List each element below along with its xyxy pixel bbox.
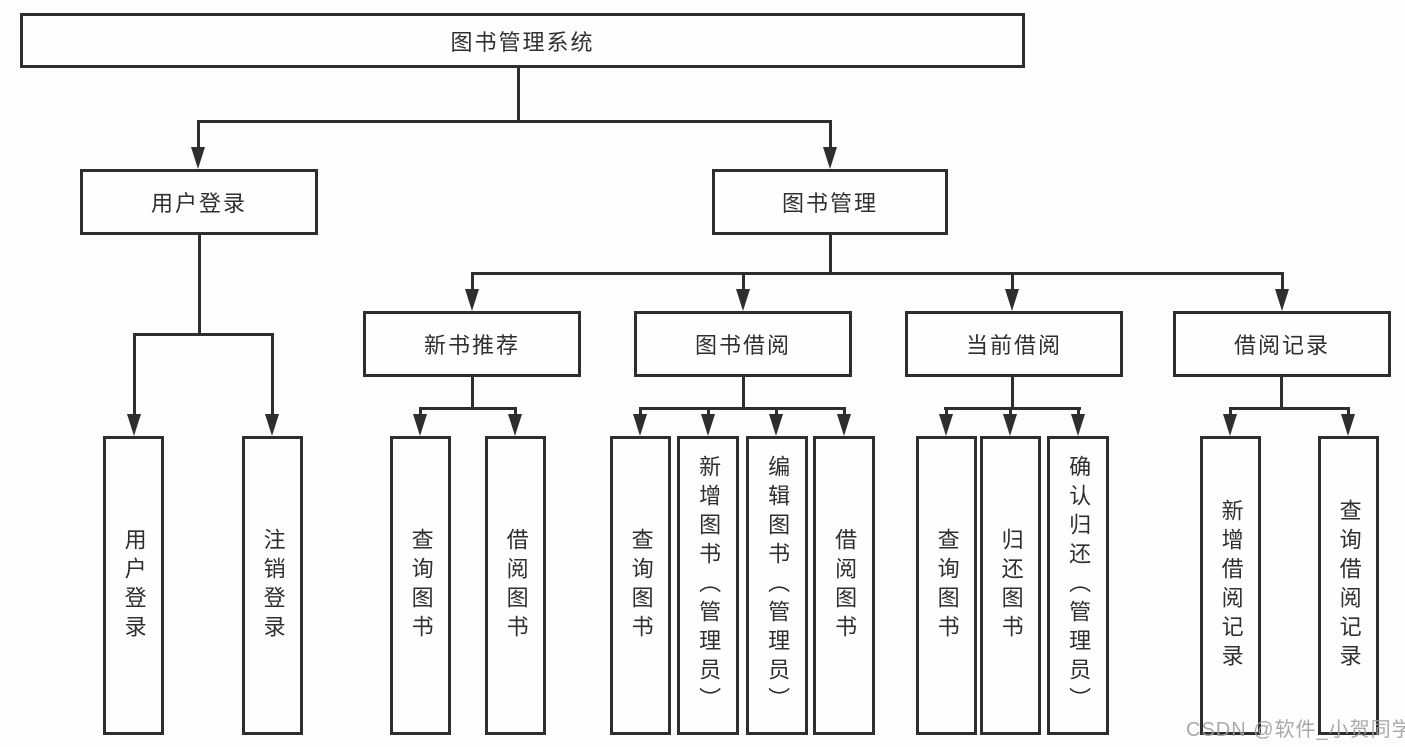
arrowhead-down-icon bbox=[191, 147, 205, 169]
connector-drop bbox=[741, 272, 745, 293]
connector-branch bbox=[639, 407, 846, 410]
node-label: 归还图书 bbox=[998, 527, 1024, 644]
node-label: 查询图书 bbox=[628, 527, 654, 644]
connector-drop bbox=[1280, 272, 1284, 293]
connector-stem bbox=[516, 68, 520, 121]
connector-branch bbox=[1229, 407, 1350, 410]
connector-branch bbox=[470, 272, 1284, 275]
node-label: 新书推荐 bbox=[423, 333, 520, 358]
node-label: 编辑图书（管理员） bbox=[765, 455, 791, 716]
connector-branch bbox=[419, 407, 517, 410]
node-new-book-recommendation: 新书推荐 bbox=[363, 311, 581, 377]
connector-branch bbox=[196, 120, 832, 123]
connector-drop bbox=[706, 407, 710, 418]
connector-drop bbox=[270, 333, 274, 418]
arrowhead-down-icon bbox=[837, 414, 851, 436]
arrowhead-down-icon bbox=[1341, 414, 1355, 436]
node-label: 图书借阅 bbox=[694, 333, 791, 358]
connector-drop bbox=[1228, 407, 1232, 418]
node-label: 当前借阅 bbox=[965, 333, 1062, 358]
node-label: 新增借阅记录 bbox=[1218, 498, 1244, 673]
arrowhead-down-icon bbox=[736, 289, 750, 311]
leaf-borrow-books-recommend: 借阅图书 bbox=[485, 436, 546, 735]
node-label: 新增图书（管理员） bbox=[696, 455, 722, 716]
node-label: 借阅图书 bbox=[503, 527, 529, 644]
connector-drop bbox=[1346, 407, 1350, 418]
connector-stem bbox=[470, 377, 474, 410]
leaf-query-books-borrowing: 查询图书 bbox=[610, 436, 671, 735]
node-borrowing-records: 借阅记录 bbox=[1173, 311, 1391, 377]
connector-drop bbox=[1008, 407, 1012, 418]
connector-stem bbox=[741, 377, 745, 410]
connector-drop bbox=[842, 407, 846, 418]
node-library-management-system: 图书管理系统 bbox=[20, 13, 1025, 68]
connector-drop bbox=[638, 407, 642, 418]
arrowhead-down-icon bbox=[1275, 289, 1289, 311]
arrowhead-down-icon bbox=[265, 414, 279, 436]
arrowhead-down-icon bbox=[1071, 414, 1085, 436]
node-label: 图书管理系统 bbox=[450, 29, 595, 55]
connector-drop bbox=[470, 272, 474, 293]
arrowhead-down-icon bbox=[633, 414, 647, 436]
connector-drop bbox=[418, 407, 422, 418]
connector-drop bbox=[828, 120, 832, 151]
node-label: 查询借阅记录 bbox=[1336, 498, 1362, 673]
leaf-query-borrow-record: 查询借阅记录 bbox=[1318, 436, 1379, 735]
leaf-borrow-books-borrowing: 借阅图书 bbox=[813, 436, 875, 735]
leaf-logout: 注销登录 bbox=[242, 436, 303, 735]
node-user-login: 用户登录 bbox=[80, 169, 318, 235]
connector-stem bbox=[1010, 377, 1014, 410]
node-book-management: 图书管理 bbox=[712, 169, 948, 235]
arrowhead-down-icon bbox=[769, 414, 783, 436]
connector-drop bbox=[1076, 407, 1080, 418]
connector-stem bbox=[828, 235, 832, 275]
connector-drop bbox=[132, 333, 136, 418]
leaf-query-books-current: 查询图书 bbox=[916, 436, 977, 735]
arrowhead-down-icon bbox=[127, 414, 141, 436]
leaf-confirm-return-admin: 确认归还（管理员） bbox=[1047, 436, 1109, 735]
arrowhead-down-icon bbox=[1005, 289, 1019, 311]
arrowhead-down-icon bbox=[823, 147, 837, 169]
connector-drop bbox=[774, 407, 778, 418]
leaf-user-login: 用户登录 bbox=[103, 436, 164, 735]
node-book-borrowing: 图书借阅 bbox=[634, 311, 852, 377]
node-label: 注销登录 bbox=[260, 527, 286, 644]
arrowhead-down-icon bbox=[413, 414, 427, 436]
leaf-query-books-recommend: 查询图书 bbox=[390, 436, 451, 735]
connector-drop bbox=[1010, 272, 1014, 293]
node-label: 借阅记录 bbox=[1233, 333, 1330, 358]
arrowhead-down-icon bbox=[1003, 414, 1017, 436]
node-label: 用户登录 bbox=[150, 191, 247, 216]
leaf-edit-books-admin: 编辑图书（管理员） bbox=[746, 436, 808, 735]
connector-branch bbox=[944, 407, 1081, 410]
arrowhead-down-icon bbox=[939, 414, 953, 436]
connector-drop bbox=[513, 407, 517, 418]
leaf-return-books: 归还图书 bbox=[980, 436, 1041, 735]
arrowhead-down-icon bbox=[701, 414, 715, 436]
connector-branch bbox=[132, 333, 274, 336]
node-label: 用户登录 bbox=[121, 527, 147, 644]
node-label: 查询图书 bbox=[408, 527, 434, 644]
node-current-borrowing: 当前借阅 bbox=[905, 311, 1123, 377]
leaf-add-books-admin: 新增图书（管理员） bbox=[677, 436, 739, 735]
connector-drop bbox=[944, 407, 948, 418]
node-label: 确认归还（管理员） bbox=[1066, 455, 1092, 716]
watermark-text: CSDN @软件_小贺同学 bbox=[1186, 719, 1405, 741]
node-label: 图书管理 bbox=[781, 191, 878, 216]
connector-drop bbox=[196, 120, 200, 151]
connector-stem bbox=[1279, 377, 1283, 410]
arrowhead-down-icon bbox=[508, 414, 522, 436]
node-label: 借阅图书 bbox=[832, 527, 858, 644]
connector-stem bbox=[197, 235, 201, 335]
arrowhead-down-icon bbox=[1223, 414, 1237, 436]
leaf-add-borrow-record: 新增借阅记录 bbox=[1200, 436, 1261, 735]
node-label: 查询图书 bbox=[934, 527, 960, 644]
arrowhead-down-icon bbox=[465, 289, 479, 311]
